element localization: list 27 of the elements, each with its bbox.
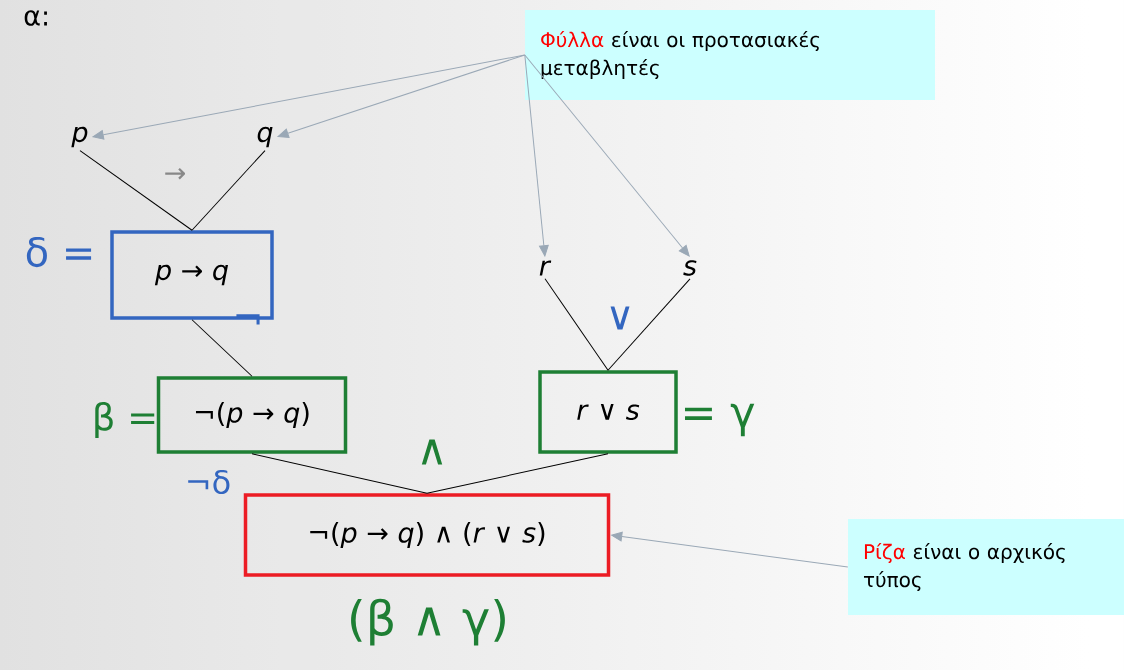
- tree-line: [79, 150, 193, 231]
- tree-line: [607, 278, 691, 371]
- tree-line: [426, 453, 609, 494]
- handwritten-note: ∧: [421, 439, 443, 465]
- formula-box: ¬(p → q): [156, 376, 348, 454]
- callout-box: Φύλλα είναι οι προτασιακές μεταβλητές: [525, 10, 935, 100]
- callout-box: Ρίζα είναι ο αρχικός τύπος: [848, 519, 1124, 615]
- leaf-variable: r: [539, 260, 552, 276]
- handwritten-note: ¬δ: [188, 469, 230, 495]
- handwritten-note: β =: [95, 402, 155, 439]
- leaf-variable: s: [683, 260, 697, 276]
- tree-line: [191, 150, 266, 231]
- tree-line: [191, 319, 253, 377]
- slide-text: α:: [24, 10, 47, 26]
- handwritten-note: = γ: [685, 403, 755, 437]
- tree-line: [251, 453, 428, 494]
- formula-box: ¬(p → q) ∧ (r ∨ s): [243, 493, 611, 577]
- handwritten-note: →: [165, 167, 185, 180]
- handwritten-note: ∨: [610, 306, 630, 330]
- arrow: [524, 54, 690, 257]
- leaf-variable: p: [71, 126, 88, 148]
- arrow: [277, 54, 526, 139]
- tree-line: [544, 278, 609, 371]
- arrow: [611, 531, 849, 568]
- arrow: [524, 54, 549, 257]
- formula-box: r ∨ s: [538, 370, 678, 454]
- leaf-variable: q: [257, 126, 273, 148]
